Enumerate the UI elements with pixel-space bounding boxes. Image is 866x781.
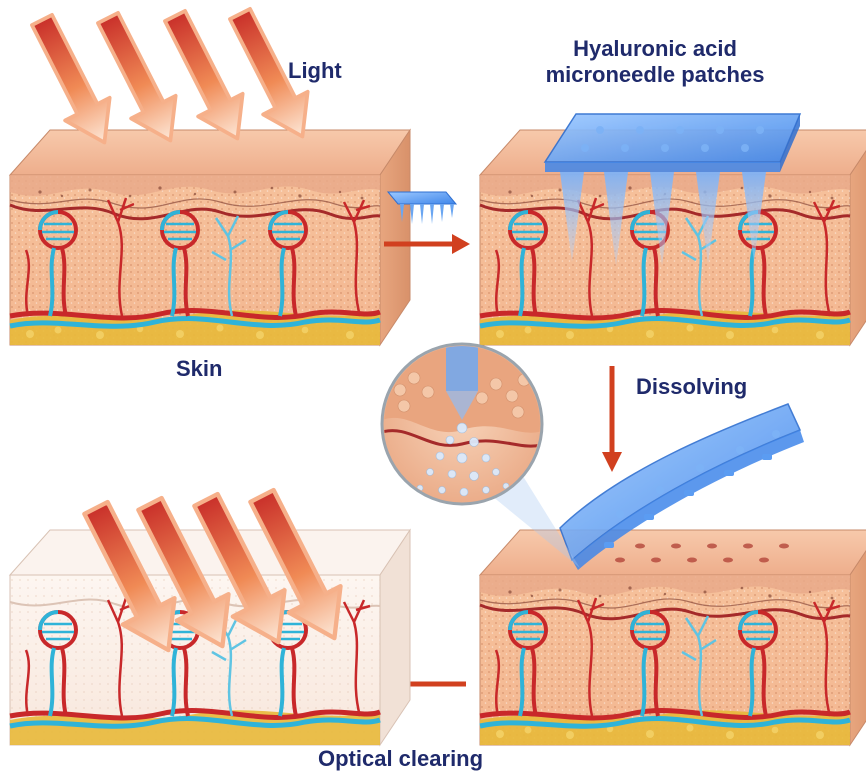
skin-block-untreated <box>10 130 410 345</box>
needle-holes <box>615 543 789 563</box>
label-patch-line2: microneedle patches <box>545 62 765 87</box>
label-optical-clearing: Optical clearing <box>318 746 484 771</box>
skin-block-dissolving <box>480 530 866 745</box>
arrow-right <box>384 234 470 254</box>
label-dissolving: Dissolving <box>636 374 748 399</box>
peeling-patch <box>559 403 804 570</box>
label-microneedle-patches: Hyaluronic acid microneedle patches <box>496 36 814 88</box>
arrow-down <box>602 366 622 472</box>
microneedle-patch-applied <box>543 113 802 266</box>
zoom-inset <box>380 342 544 506</box>
label-light: Light <box>288 58 342 83</box>
label-skin: Skin <box>176 356 223 381</box>
microneedle-patch-icon <box>386 191 458 224</box>
label-patch-line1: Hyaluronic acid <box>573 36 737 61</box>
